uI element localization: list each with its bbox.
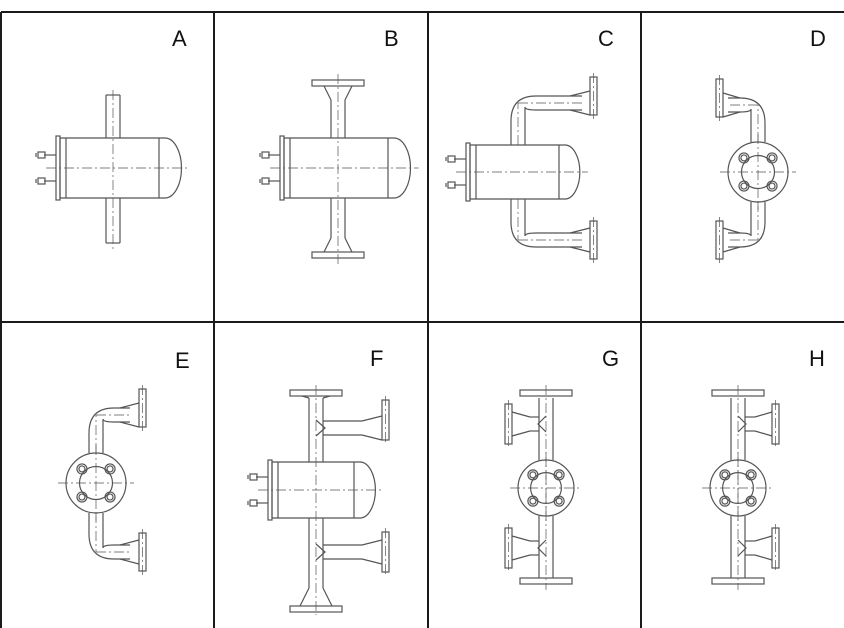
panel-label-b: B: [384, 26, 399, 51]
grid-lines: [0, 11, 844, 628]
panel-h-drawing: [702, 385, 780, 590]
panel-label-a: A: [172, 26, 187, 51]
panel-d-drawing: [715, 75, 796, 263]
panel-a-drawing: [35, 90, 190, 250]
panel-label-f: F: [370, 346, 384, 371]
panel-f-drawing: [247, 385, 390, 615]
panel-label-c: C: [598, 26, 614, 51]
panel-label-h: H: [809, 346, 825, 371]
panel-label-e: E: [175, 348, 190, 373]
panel-label-g: G: [602, 346, 620, 371]
panel-e-drawing: [58, 385, 147, 575]
panel-c-drawing: [445, 73, 598, 263]
panel-b-drawing: [259, 74, 419, 266]
panel-label-d: D: [810, 26, 826, 51]
panel-g-drawing: [504, 385, 582, 590]
